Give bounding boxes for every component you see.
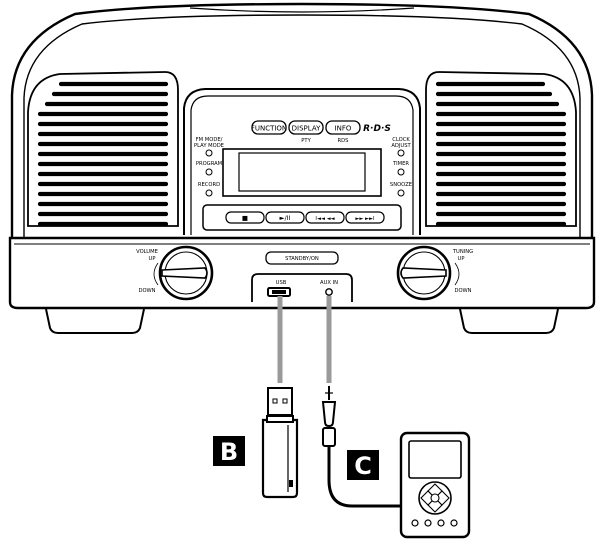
- callout-b: B: [213, 436, 245, 466]
- player-button-3[interactable]: [437, 519, 445, 527]
- callout-c-box: [347, 450, 379, 480]
- callout-c: C: [347, 450, 379, 480]
- aux-in-label: AUX IN: [320, 280, 338, 286]
- volume-label: VOLUME: [136, 249, 158, 255]
- usb-flash-drive: [261, 387, 299, 499]
- volume-down-label: DOWN: [138, 288, 155, 294]
- radio-cabinet: [10, 2, 594, 238]
- callout-b-box: [213, 436, 245, 466]
- player-button-2[interactable]: [424, 519, 432, 527]
- volume-arc-icon: [153, 262, 159, 286]
- audio-cable: [327, 446, 405, 508]
- fm-mode-button[interactable]: [205, 149, 213, 157]
- info-button-label: INFO: [335, 125, 352, 133]
- program-label: PROGRAM: [196, 161, 222, 167]
- record-button[interactable]: [205, 189, 213, 197]
- timer-label: TIMER: [392, 161, 409, 167]
- standby-on-button[interactable]: [265, 251, 339, 265]
- aux-in-jack[interactable]: [325, 288, 333, 296]
- left-speaker-grille: [27, 71, 179, 227]
- standby-control: STANDBY/ON: [265, 251, 339, 265]
- forward-icon: ►► ►►I: [355, 216, 375, 222]
- player-dpad-icon: [420, 483, 450, 513]
- usb-drive-collar: [266, 415, 294, 423]
- left-side-controls: FM MODE/ PLAY MODE PROGRAM RECORD: [194, 137, 224, 197]
- usb-port-label: USB: [276, 280, 287, 286]
- portable-audio-player: [399, 431, 471, 539]
- fm-mode-label-2: PLAY MODE: [194, 143, 224, 149]
- snooze-label: SNOOZE: [390, 182, 412, 188]
- stop-icon: ■: [242, 214, 248, 222]
- fm-mode-label-1: FM MODE/: [196, 137, 223, 143]
- rds-logo: R·D·S: [363, 124, 391, 134]
- callout-b-label: B: [220, 438, 238, 466]
- callout-c-label: C: [354, 452, 372, 480]
- top-button-row: FUNCTION DISPLAY INFO R·D·S PTY RDS: [251, 120, 391, 144]
- front-base-panel: [8, 236, 596, 334]
- stereo-mini-plug: [321, 386, 337, 447]
- usb-port-inner: [272, 290, 286, 294]
- rds-label: RDS: [338, 138, 349, 144]
- play-pause-icon: ►/II: [279, 214, 290, 222]
- right-speaker-grille: [425, 71, 577, 227]
- transport-buttons: ■ ►/II I◄◄ ◄◄ ►► ►►I: [202, 204, 402, 231]
- record-label: RECORD: [198, 182, 220, 188]
- display-button[interactable]: [288, 120, 324, 135]
- player-button-4[interactable]: [450, 519, 458, 527]
- lcd-display: [222, 148, 382, 197]
- input-jack-panel: USB AUX IN: [251, 273, 353, 302]
- volume-up-label: UP: [149, 256, 156, 262]
- play-pause-button[interactable]: [265, 211, 305, 224]
- player-button-1[interactable]: [411, 519, 419, 527]
- center-control-panel: [183, 88, 421, 235]
- volume-control: VOLUME UP DOWN: [136, 245, 214, 301]
- clock-adjust-label-1: CLOCK: [392, 137, 410, 143]
- rewind-icon: I◄◄ ◄◄: [315, 216, 334, 222]
- info-button[interactable]: [325, 120, 361, 135]
- pty-label: PTY: [301, 138, 311, 144]
- plug-grip: [322, 427, 336, 447]
- tuning-knob-pointer: [400, 267, 447, 279]
- usb-drive-connector: [267, 387, 293, 416]
- function-button[interactable]: [251, 120, 287, 135]
- rewind-button[interactable]: [305, 211, 345, 224]
- usb-connector-hole-left: [272, 398, 278, 404]
- display-button-label: DISPLAY: [292, 125, 321, 133]
- usb-drive-led: [289, 480, 293, 487]
- timer-button[interactable]: [397, 168, 405, 176]
- usb-connector-hole-right: [282, 398, 288, 404]
- player-screen: [408, 440, 462, 479]
- clock-adjust-label-2: ADJUST: [391, 143, 411, 149]
- tuning-up-label: UP: [458, 256, 465, 262]
- tuning-arc-icon: [454, 262, 460, 286]
- clock-adjust-button[interactable]: [397, 149, 405, 157]
- tuning-down-label: DOWN: [454, 288, 471, 294]
- right-side-controls: CLOCK ADJUST TIMER SNOOZE: [390, 137, 412, 197]
- stop-button[interactable]: [225, 211, 265, 224]
- forward-button[interactable]: [345, 211, 385, 224]
- plug-body: [321, 401, 337, 428]
- function-button-label: FUNCTION: [251, 125, 287, 133]
- snooze-button[interactable]: [397, 189, 405, 197]
- tuning-control: TUNING UP DOWN: [396, 245, 473, 301]
- tuning-label: TUNING: [452, 249, 473, 255]
- standby-on-label: STANDBY/ON: [285, 256, 319, 262]
- program-button[interactable]: [205, 168, 213, 176]
- volume-knob-pointer: [161, 267, 208, 279]
